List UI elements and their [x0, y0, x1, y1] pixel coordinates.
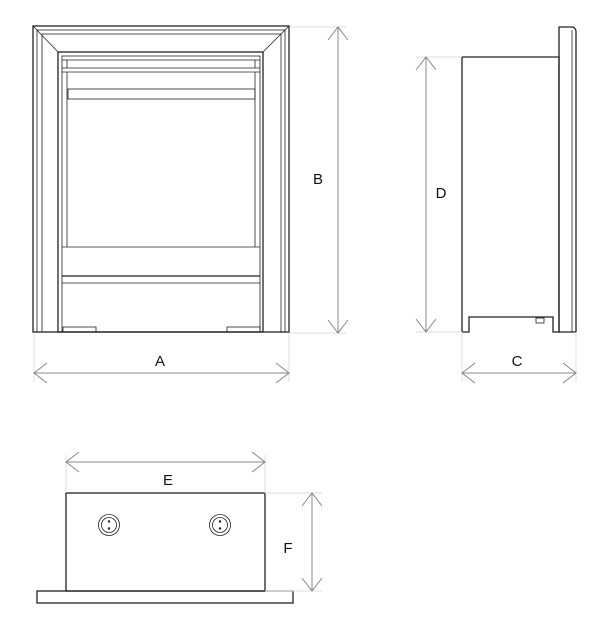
dimension-a: A [33, 333, 290, 384]
dimension-label-e: E [163, 472, 173, 489]
top-view [36, 492, 294, 604]
dimension-c: C [461, 332, 577, 384]
dimension-f: F [265, 492, 323, 592]
dimension-e: E [65, 451, 266, 493]
right-foot [226, 326, 261, 333]
connector-left [98, 514, 120, 536]
left-foot [62, 326, 97, 333]
dimension-label-b: B [313, 171, 323, 188]
dimension-label-d: D [436, 185, 447, 202]
dimension-label-a: A [155, 353, 165, 370]
connector-right [209, 514, 231, 536]
dimension-b: B [290, 26, 349, 334]
dimension-label-f: F [283, 540, 292, 557]
front-view [32, 25, 290, 333]
dimension-label-c: C [512, 353, 523, 370]
dimension-d: D [415, 56, 462, 333]
side-view [461, 26, 577, 333]
